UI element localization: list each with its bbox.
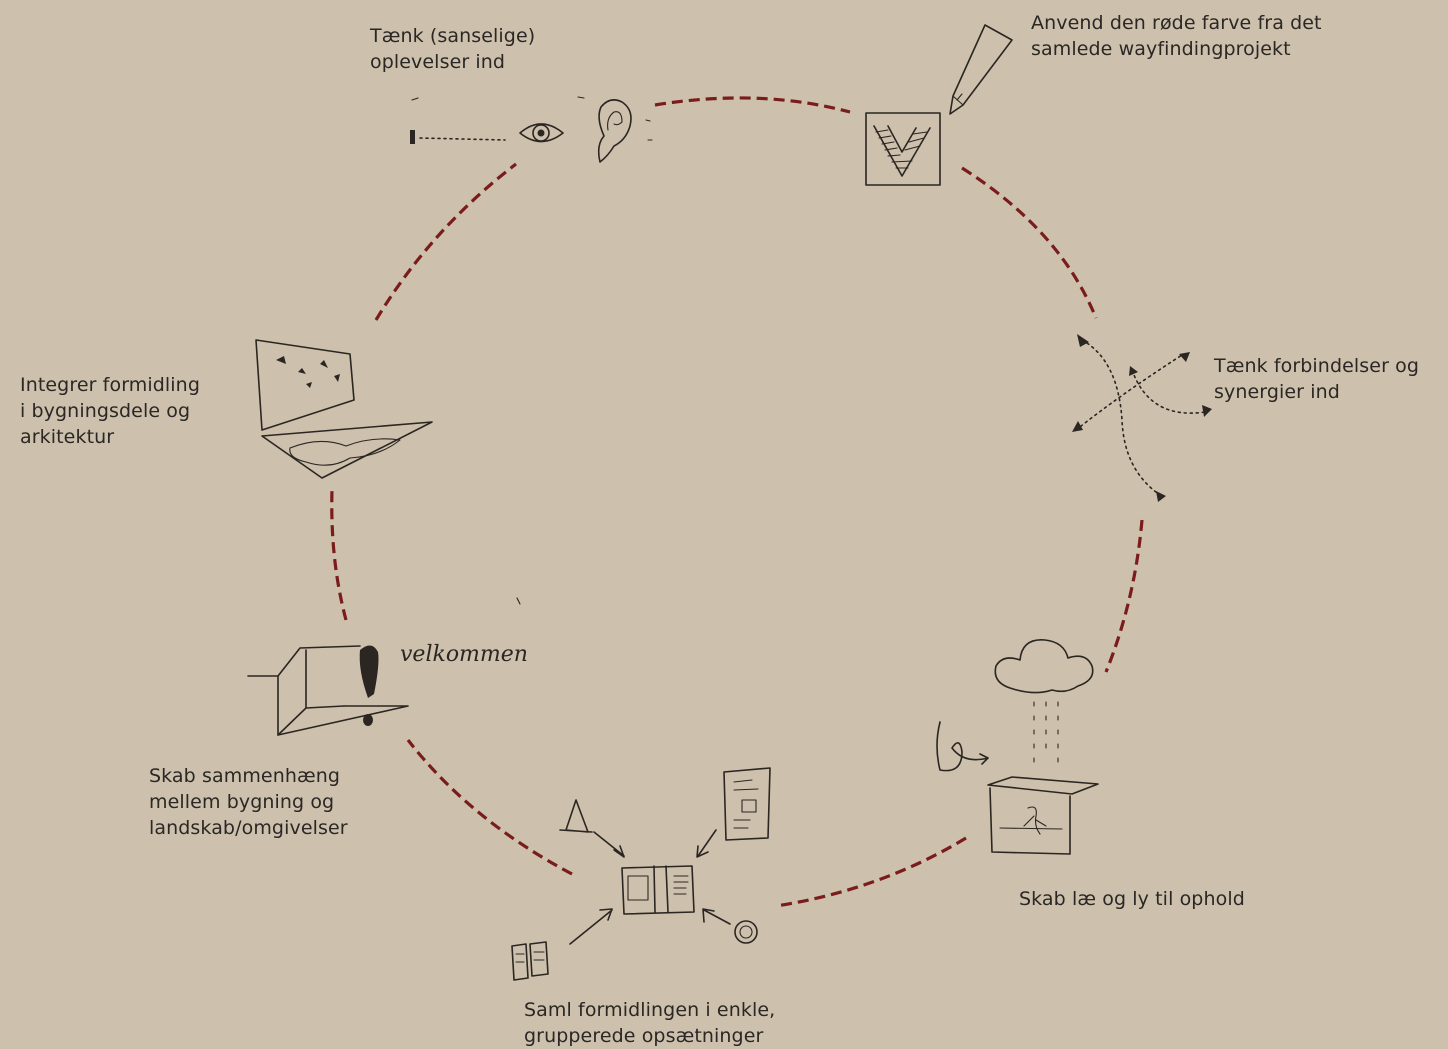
- label-line: Saml formidlingen i enkle,: [524, 999, 776, 1021]
- label-line: Anvend den røde farve fra det: [1031, 12, 1322, 34]
- label-line: Skab læ og ly til ophold: [1019, 888, 1245, 910]
- label-grouped: Saml formidlingen i enkle, grupperede op…: [524, 997, 775, 1049]
- handwritten-welcome: velkommen: [400, 642, 528, 667]
- label-line: Tænk (sanselige): [370, 25, 536, 47]
- label-line: synergier ind: [1214, 381, 1340, 403]
- label-sensory: Tænk (sanselige) oplevelser ind: [370, 23, 535, 75]
- connector-arc-4: [775, 836, 967, 908]
- cycle-connectors: [330, 96, 1144, 908]
- label-line: landskab/omgivelser: [149, 817, 348, 839]
- label-line: Integrer formidling: [20, 374, 200, 396]
- wall-and-floor-map-icon: [255, 339, 433, 479]
- building-landscape-exclamation-icon: velkommen: [247, 642, 528, 736]
- label-line: grupperede opsætninger: [524, 1025, 764, 1047]
- label-landscape: Skab sammenhæng mellem bygning og landsk…: [149, 763, 348, 841]
- grouped-display-boards-icon: [511, 767, 771, 981]
- label-line: oplevelser ind: [370, 51, 506, 73]
- label-line: Tænk forbindelser og: [1214, 355, 1420, 377]
- connector-arc-3: [1104, 519, 1144, 673]
- label-architecture: Integrer formidling i bygningsdele og ar…: [20, 372, 200, 450]
- dotted-arrows-network-icon: [1072, 334, 1212, 502]
- cloud-rain-shelter-icon: [936, 639, 1099, 855]
- stray-mark: [516, 597, 521, 605]
- label-connections: Tænk forbindelser og synergier ind: [1214, 353, 1419, 405]
- label-line: samlede wayfindingprojekt: [1031, 38, 1291, 60]
- label-shelter: Skab læ og ly til ophold: [1019, 886, 1245, 912]
- label-line: i bygningsdele og: [20, 400, 191, 422]
- label-line: mellem bygning og: [149, 791, 335, 813]
- label-line: arkitektur: [20, 426, 115, 448]
- connector-arc-6: [330, 489, 348, 621]
- pencil-v-sign-icon: [865, 24, 1013, 186]
- connector-arc-2: [961, 166, 1098, 319]
- connector-arc-1: [654, 96, 851, 114]
- label-red-color: Anvend den røde farve fra det samlede wa…: [1031, 10, 1322, 62]
- eye-and-ear-icon: [410, 96, 653, 163]
- connector-arc-7: [374, 162, 517, 321]
- label-line: Skab sammenhæng: [149, 765, 341, 787]
- connector-arc-5: [406, 739, 573, 876]
